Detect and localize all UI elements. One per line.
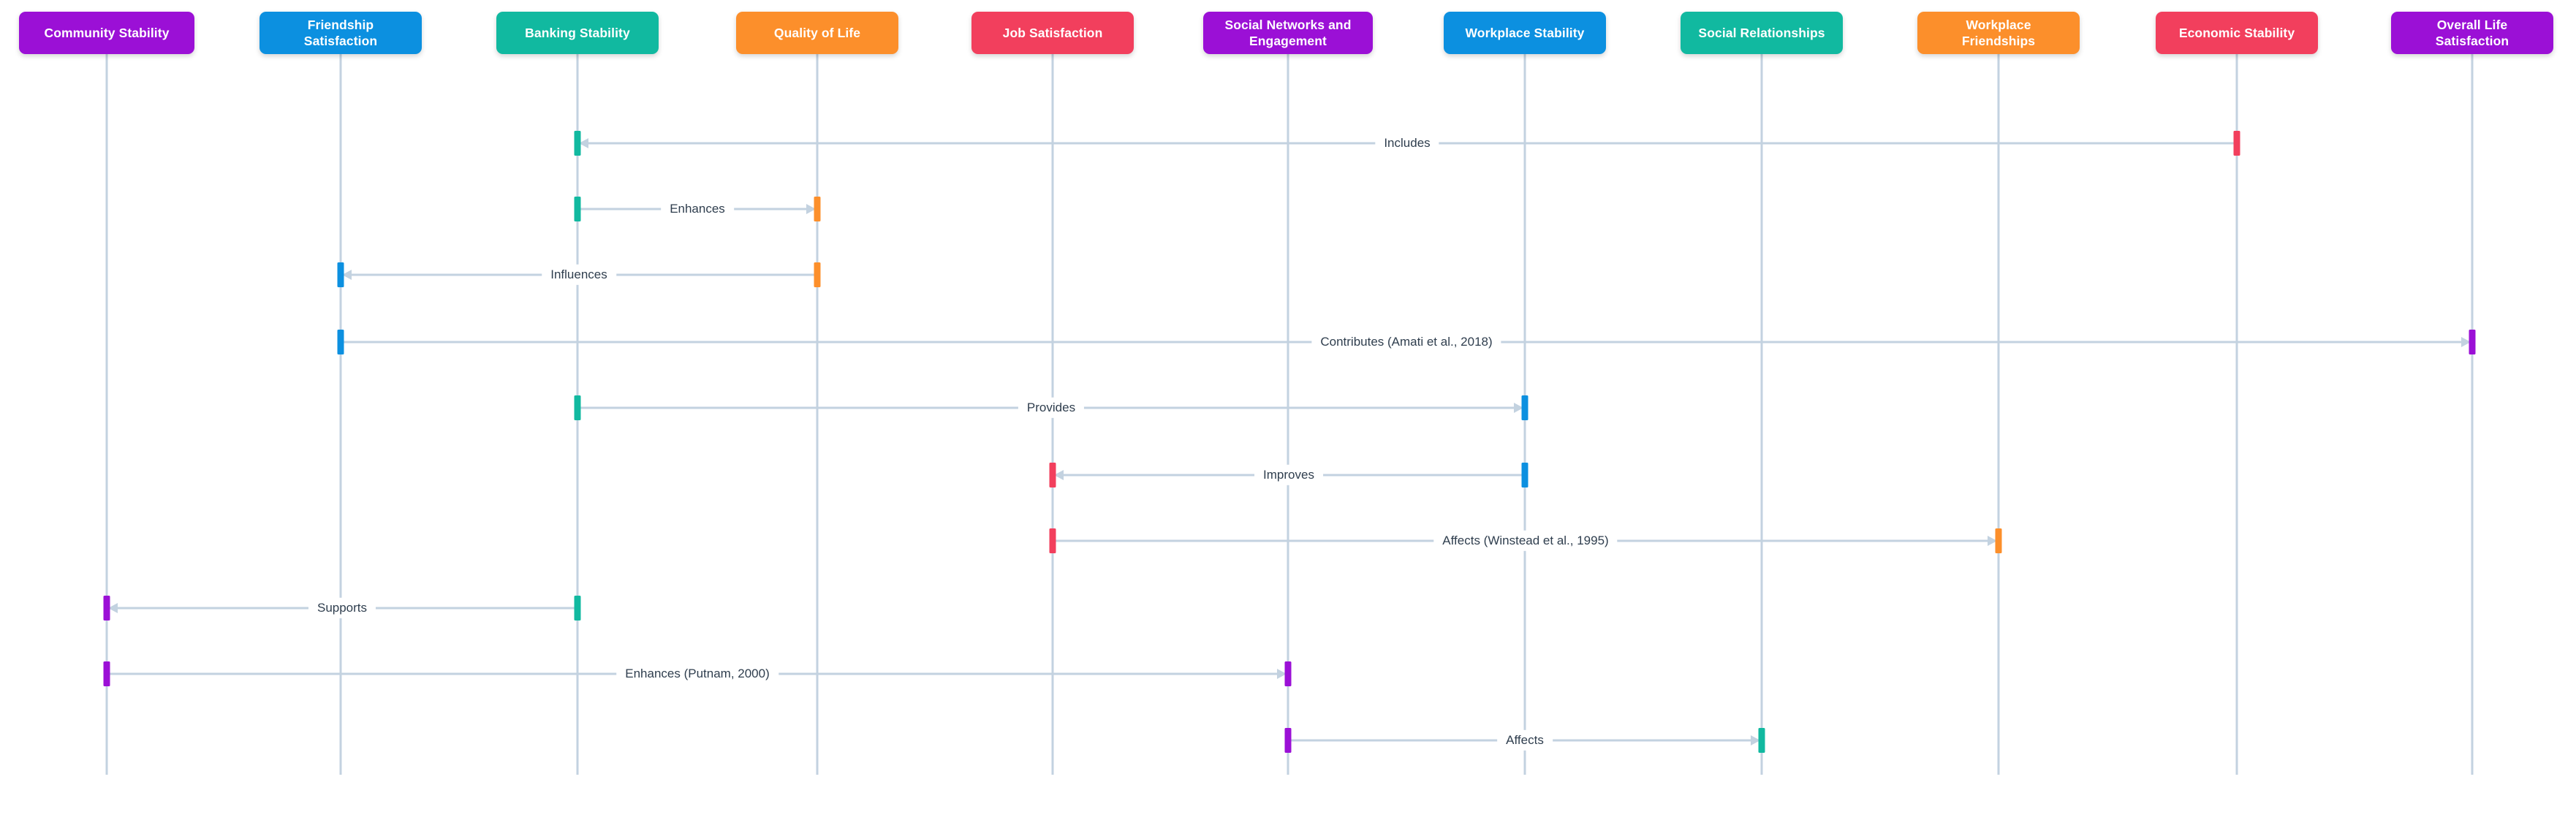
message-label: Improves: [1254, 464, 1323, 486]
participant-label: Economic Stability: [2178, 25, 2295, 40]
message-label: Influences: [542, 264, 616, 286]
message-label: Contributes (Amati et al., 2018): [1311, 331, 1501, 353]
activation-friendship_satisfaction: [337, 262, 344, 287]
message-label: Includes: [1375, 132, 1439, 154]
participant-label: Workplace Friendships: [1961, 17, 2036, 48]
participant-label: Social Networks and Engagement: [1224, 17, 1352, 48]
participant-overall_life[interactable]: Overall Life Satisfaction: [2391, 12, 2553, 54]
activation-overall_life: [2469, 330, 2476, 354]
activation-job_satisfaction: [1049, 528, 1056, 553]
activation-workplace_stability: [1521, 395, 1528, 420]
activation-banking_stability: [574, 395, 581, 420]
participant-label: Banking Stability: [525, 25, 630, 40]
message-arrowhead: [342, 270, 352, 280]
participant-label: Social Relationships: [1698, 25, 1825, 40]
message-arrowhead: [2461, 337, 2471, 347]
activation-social_networks: [1284, 728, 1292, 753]
message-label: Affects: [1497, 729, 1553, 751]
activation-quality_of_life: [814, 262, 821, 287]
activation-social_networks: [1284, 661, 1292, 686]
lifeline-social_networks: [1287, 53, 1289, 775]
message-arrowhead: [1277, 669, 1287, 679]
participant-friendship_satisfaction[interactable]: Friendship Satisfaction: [260, 12, 422, 54]
participant-social_relationships[interactable]: Social Relationships: [1681, 12, 1843, 54]
participant-label: Community Stability: [44, 25, 170, 40]
lifeline-economic_stability: [2235, 53, 2238, 775]
lifeline-workplace_friendships: [1997, 53, 2000, 775]
activation-friendship_satisfaction: [337, 330, 344, 354]
activation-job_satisfaction: [1049, 463, 1056, 487]
lifeline-community_stability: [105, 53, 108, 775]
activation-economic_stability: [2233, 131, 2240, 156]
participant-job_satisfaction[interactable]: Job Satisfaction: [971, 12, 1134, 54]
message-arrowhead: [1054, 470, 1064, 480]
lifeline-quality_of_life: [816, 53, 819, 775]
participant-workplace_friendships[interactable]: Workplace Friendships: [1917, 12, 2080, 54]
activation-quality_of_life: [814, 197, 821, 221]
message-arrowhead: [806, 204, 816, 214]
message-arrowhead: [1514, 403, 1523, 413]
participant-workplace_stability[interactable]: Workplace Stability: [1444, 12, 1606, 54]
participant-label: Workplace Stability: [1465, 25, 1585, 40]
activation-banking_stability: [574, 197, 581, 221]
lifeline-social_relationships: [1760, 53, 1763, 775]
participant-label: Friendship Satisfaction: [303, 17, 378, 48]
activation-workplace_stability: [1521, 463, 1528, 487]
participant-banking_stability[interactable]: Banking Stability: [496, 12, 659, 54]
participant-label: Job Satisfaction: [1002, 25, 1103, 40]
participant-label: Overall Life Satisfaction: [2435, 17, 2509, 48]
message-label: Enhances: [661, 198, 734, 220]
activation-social_relationships: [1758, 728, 1765, 753]
message-arrowhead: [108, 603, 118, 613]
message-arrowhead: [1988, 536, 1997, 546]
activation-banking_stability: [574, 596, 581, 621]
participant-economic_stability[interactable]: Economic Stability: [2156, 12, 2318, 54]
message-label: Affects (Winstead et al., 1995): [1433, 530, 1618, 552]
participant-quality_of_life[interactable]: Quality of Life: [736, 12, 898, 54]
activation-banking_stability: [574, 131, 581, 156]
message-label: Enhances (Putnam, 2000): [616, 663, 779, 685]
lifeline-friendship_satisfaction: [339, 53, 342, 775]
message-label: Supports: [308, 597, 376, 619]
message-arrowhead: [1751, 735, 1760, 745]
message-arrowhead: [579, 138, 588, 148]
participant-community_stability[interactable]: Community Stability: [19, 12, 194, 54]
message-label: Provides: [1018, 397, 1085, 419]
activation-workplace_friendships: [1995, 528, 2002, 553]
activation-community_stability: [103, 596, 110, 621]
lifeline-overall_life: [2471, 53, 2474, 775]
activation-community_stability: [103, 661, 110, 686]
participant-label: Quality of Life: [773, 25, 861, 40]
participant-social_networks[interactable]: Social Networks and Engagement: [1203, 12, 1373, 54]
